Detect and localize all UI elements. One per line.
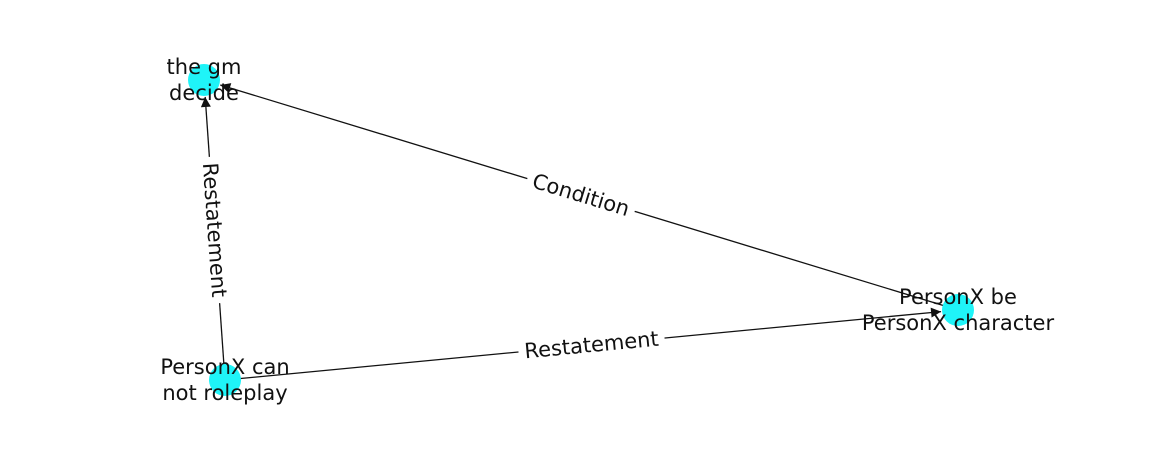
edge-label-background — [523, 165, 639, 225]
edge-label-group: Restatement — [517, 324, 666, 366]
node-label-line: not roleplay — [162, 381, 287, 405]
node-label-line: PersonX character — [862, 311, 1055, 335]
edge-label: Condition — [530, 169, 633, 221]
node-label-line: PersonX can — [160, 355, 289, 379]
edge-label-background — [195, 155, 234, 305]
edge-label-group: Restatement — [195, 155, 234, 305]
node-role — [209, 364, 241, 396]
nodes-layer — [188, 64, 974, 396]
edge-label: Restatement — [198, 162, 231, 298]
node-gm — [188, 64, 220, 96]
node-char — [942, 294, 974, 326]
node-label-line: the gm — [167, 55, 242, 79]
edge-label-background — [517, 324, 666, 366]
node-label-line: PersonX be — [899, 285, 1017, 309]
edge-label-group: Condition — [523, 165, 639, 225]
node-label-line: decide — [169, 81, 239, 105]
